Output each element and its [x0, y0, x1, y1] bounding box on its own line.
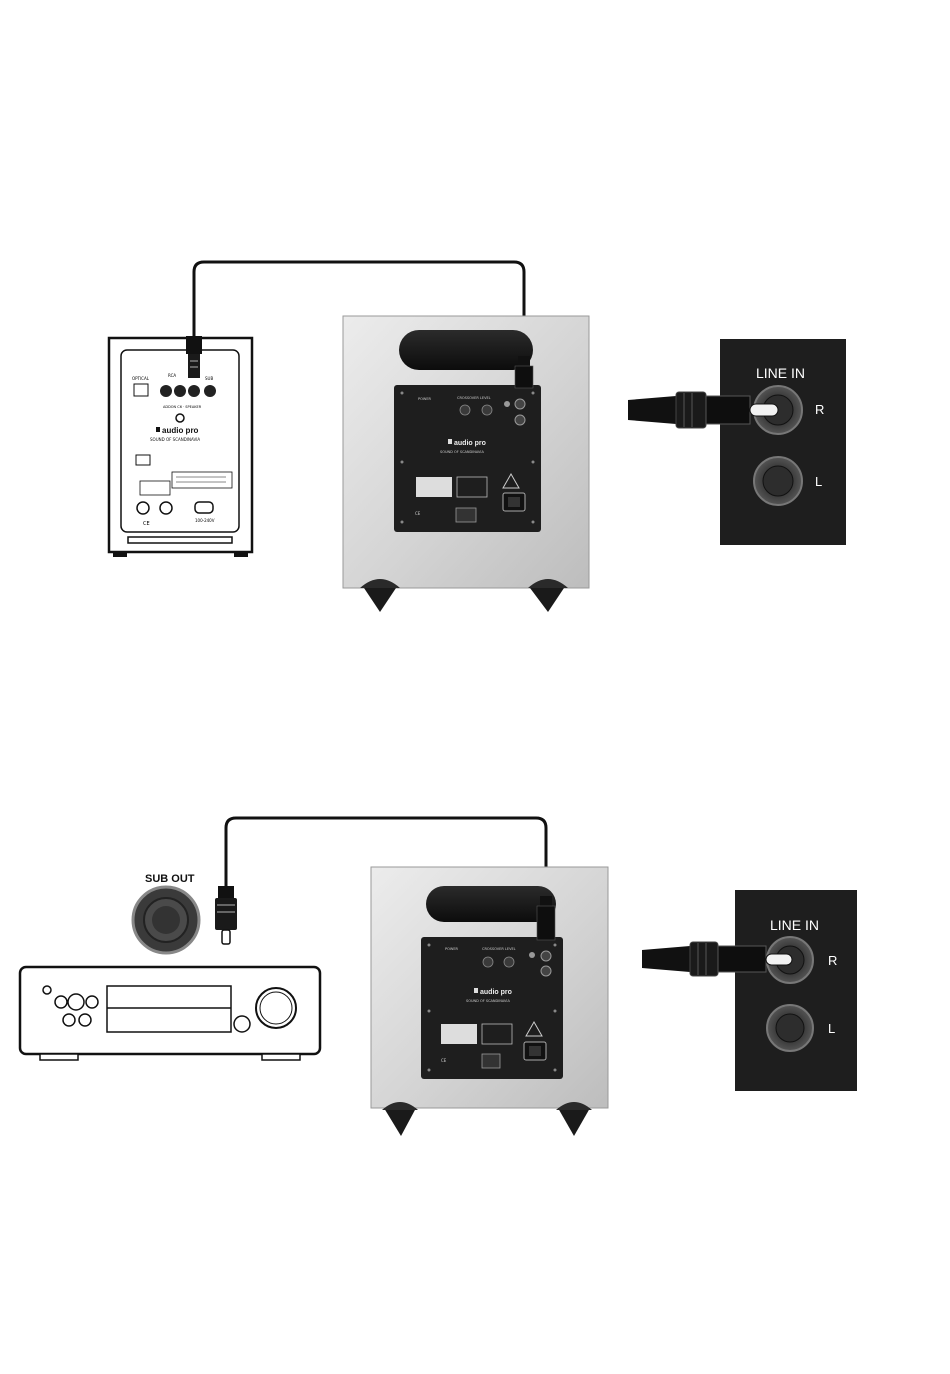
- svg-text:POWER: POWER: [418, 397, 432, 401]
- rca-plug-receiver: [215, 886, 237, 944]
- svg-text:ADDON C6 · SPEAKER: ADDON C6 · SPEAKER: [163, 405, 202, 409]
- subwoofer-2-brand: audio pro: [480, 989, 512, 996]
- svg-text:OPTICAL: OPTICAL: [132, 376, 150, 381]
- line-in-panel-2: LINE IN R L: [735, 890, 857, 1091]
- svg-text:100-240V: 100-240V: [195, 518, 215, 523]
- line-in-panel-1: LINE IN R L: [720, 339, 846, 545]
- jack-l-label-1: L: [815, 474, 822, 489]
- line-in-title-2: LINE IN: [770, 917, 819, 933]
- speaker-brand: audio pro: [162, 426, 199, 435]
- subwoofer-1: POWER CROSSOVER LEVEL audio pro SOUND OF…: [343, 316, 589, 612]
- subwoofer-1-tagline: SOUND OF SCANDINAVIA: [440, 450, 484, 454]
- scene-2: SUB OUT: [20, 818, 857, 1136]
- line-in-jack-l-2: [767, 1005, 813, 1051]
- svg-text:CE: CE: [415, 511, 421, 516]
- svg-text:SUB: SUB: [205, 376, 213, 381]
- svg-text:RCA: RCA: [168, 373, 176, 378]
- disc-tray: [107, 986, 231, 1032]
- svg-text:POWER: POWER: [445, 947, 459, 951]
- subwoofer-2: POWER CROSSOVER LEVEL audio pro SOUND OF…: [371, 867, 608, 1136]
- svg-text:CROSSOVER LEVEL: CROSSOVER LEVEL: [457, 396, 491, 400]
- jack-r-label-2: R: [828, 953, 837, 968]
- sub-out-label: SUB OUT: [145, 873, 195, 885]
- subwoofer-2-handle: [426, 886, 556, 922]
- speaker-back-panel: OPTICAL RCA SUB ADDON C6 · SPEAKER audio…: [109, 338, 252, 557]
- line-in-jack-l-1: [754, 457, 802, 505]
- subwoofer-handle: [399, 330, 533, 370]
- volume-knob: [256, 988, 296, 1028]
- line-in-title-1: LINE IN: [756, 365, 805, 381]
- jack-l-label-2: L: [828, 1021, 835, 1036]
- receiver-unit: [20, 967, 320, 1060]
- jack-r-label-1: R: [815, 402, 824, 417]
- subwoofer-2-tagline: SOUND OF SCANDINAVIA: [466, 999, 510, 1003]
- svg-text:CE: CE: [441, 1058, 447, 1063]
- subwoofer-1-brand: audio pro: [454, 440, 486, 447]
- speaker-tagline: SOUND OF SCANDINAVIA: [150, 437, 200, 442]
- svg-text:CE: CE: [143, 521, 150, 527]
- rca-plug-speaker: [186, 336, 202, 378]
- scene-1: OPTICAL RCA SUB ADDON C6 · SPEAKER audio…: [109, 262, 846, 612]
- svg-text:CROSSOVER LEVEL: CROSSOVER LEVEL: [482, 947, 516, 951]
- sub-out-jack: [133, 887, 199, 953]
